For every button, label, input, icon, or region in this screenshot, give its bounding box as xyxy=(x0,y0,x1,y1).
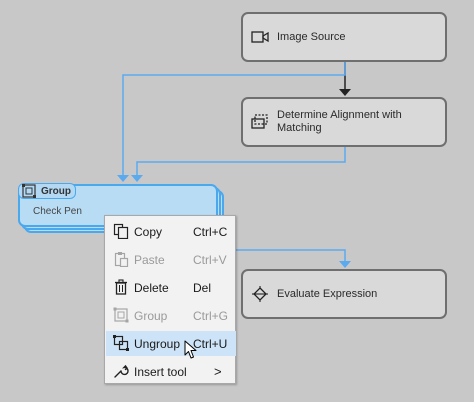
group-header[interactable]: Group xyxy=(18,183,76,199)
trash-icon xyxy=(113,279,129,295)
menu-item-label: Ungroup xyxy=(134,336,181,351)
wire-align-to-group xyxy=(136,146,346,176)
group-icon xyxy=(22,184,36,198)
group-title: Group xyxy=(41,185,71,197)
submenu-arrow: > xyxy=(214,364,222,379)
wrench-icon xyxy=(113,363,129,379)
ungroup-icon xyxy=(113,335,129,351)
copy-icon xyxy=(113,223,129,239)
mouse-pointer-icon xyxy=(184,340,197,359)
menu-item-shortcut: Ctrl+V xyxy=(193,252,227,267)
expression-icon xyxy=(249,283,271,305)
arrowhead-group-1 xyxy=(117,175,129,182)
menu-item-label: Paste xyxy=(134,252,165,267)
menu-item-paste[interactable]: Paste Ctrl+V xyxy=(106,247,236,272)
menu-item-shortcut: Ctrl+C xyxy=(193,224,228,239)
context-menu: Copy Ctrl+C Paste Ctrl+V xyxy=(104,215,236,384)
node-label: Image Source xyxy=(277,30,346,43)
node-label: Evaluate Expression xyxy=(277,287,378,300)
node-image-source[interactable]: Image Source xyxy=(241,12,447,62)
group-icon xyxy=(113,307,129,323)
menu-item-shortcut: Ctrl+G xyxy=(193,308,229,323)
camera-icon xyxy=(249,26,271,48)
wire-group-to-evaluate xyxy=(236,249,346,262)
menu-item-ungroup[interactable]: Ungroup Ctrl+U xyxy=(106,331,236,356)
menu-item-label: Insert tool xyxy=(134,364,187,379)
arrowhead-align xyxy=(339,89,351,96)
menu-item-label: Group xyxy=(134,308,168,323)
arrowhead-group-2 xyxy=(131,175,143,182)
node-label: Determine Alignment with Matching xyxy=(277,109,402,134)
menu-item-copy[interactable]: Copy Ctrl+C xyxy=(106,219,236,244)
node-determine-alignment[interactable]: Determine Alignment with Matching xyxy=(241,97,447,147)
menu-item-shortcut: Del xyxy=(193,280,212,295)
menu-item-delete[interactable]: Delete Del xyxy=(106,275,236,300)
group-subtitle: Check Pen xyxy=(33,206,82,217)
menu-item-insert-tool[interactable]: Insert tool > xyxy=(106,359,236,384)
menu-item-group[interactable]: Group Ctrl+G xyxy=(106,303,236,328)
arrowhead-evaluate xyxy=(339,261,351,268)
menu-item-label: Copy xyxy=(134,224,163,239)
wire-image-to-group xyxy=(122,62,346,176)
paste-icon xyxy=(113,251,129,267)
alignment-icon xyxy=(249,111,271,133)
menu-item-shortcut: Ctrl+U xyxy=(193,336,228,351)
menu-item-label: Delete xyxy=(134,280,169,295)
node-evaluate-expression[interactable]: Evaluate Expression xyxy=(241,269,447,319)
